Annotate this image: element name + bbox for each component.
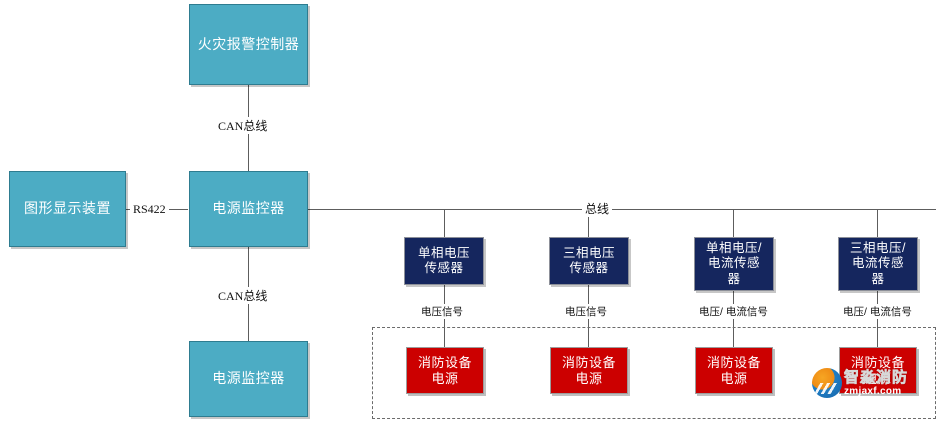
- edge-label-signal-1: 电压信号: [418, 304, 466, 319]
- node-single-phase-voltage-current-sensor[interactable]: 单相电压/ 电流传感 器: [694, 237, 774, 291]
- node-graphic-display-device[interactable]: 图形显示装置: [9, 171, 126, 247]
- watermark-logo-icon: [812, 368, 842, 398]
- watermark-text: 智淼消防 zmjaxf.com: [844, 368, 909, 397]
- node-fire-equipment-power-4[interactable]: 消防设备 电源: [839, 347, 917, 394]
- connector-bus-to-sensor-2: [588, 209, 589, 237]
- connector-bus-to-sensor-4: [877, 209, 878, 237]
- node-fire-alarm-controller[interactable]: 火灾报警控制器: [189, 4, 308, 85]
- edge-label-signal-4: 电压/ 电流信号: [840, 304, 915, 319]
- node-power-monitor-secondary[interactable]: 电源监控器: [189, 341, 308, 417]
- node-fire-equipment-power-1[interactable]: 消防设备 电源: [406, 347, 484, 394]
- edge-label-can-bus-top: CAN总线: [215, 117, 271, 134]
- connector-bus-to-sensor-3: [733, 209, 734, 237]
- node-single-phase-voltage-sensor[interactable]: 单相电压 传感器: [404, 237, 484, 285]
- connector-bus-to-sensor-1: [444, 209, 445, 237]
- node-fire-equipment-power-3[interactable]: 消防设备 电源: [695, 347, 773, 394]
- watermark-title: 智淼消防: [844, 368, 909, 386]
- node-fire-equipment-power-2[interactable]: 消防设备 电源: [550, 347, 628, 394]
- node-three-phase-voltage-current-sensor[interactable]: 三相电压/ 电流传感 器: [838, 237, 918, 291]
- edge-label-signal-2: 电压信号: [562, 304, 610, 319]
- connector-sensor-4-to-power-4: [877, 291, 878, 347]
- node-three-phase-voltage-sensor[interactable]: 三相电压 传感器: [549, 237, 629, 285]
- watermark: 智淼消防 zmjaxf.com: [812, 368, 908, 398]
- edge-label-main-bus: 总线: [582, 200, 613, 217]
- edge-label-signal-3: 电压/ 电流信号: [696, 304, 771, 319]
- edge-label-can-bus-bottom: CAN总线: [215, 287, 271, 304]
- connector-fac-to-monitor: [248, 85, 249, 205]
- connector-sensor-3-to-power-3: [733, 291, 734, 347]
- node-power-monitor-main[interactable]: 电源监控器: [189, 171, 308, 247]
- watermark-url: zmjaxf.com: [844, 385, 902, 397]
- edge-label-rs422: RS422: [130, 202, 169, 217]
- connector-main-bus: [308, 209, 936, 210]
- monitored-equipment-group: [372, 327, 936, 419]
